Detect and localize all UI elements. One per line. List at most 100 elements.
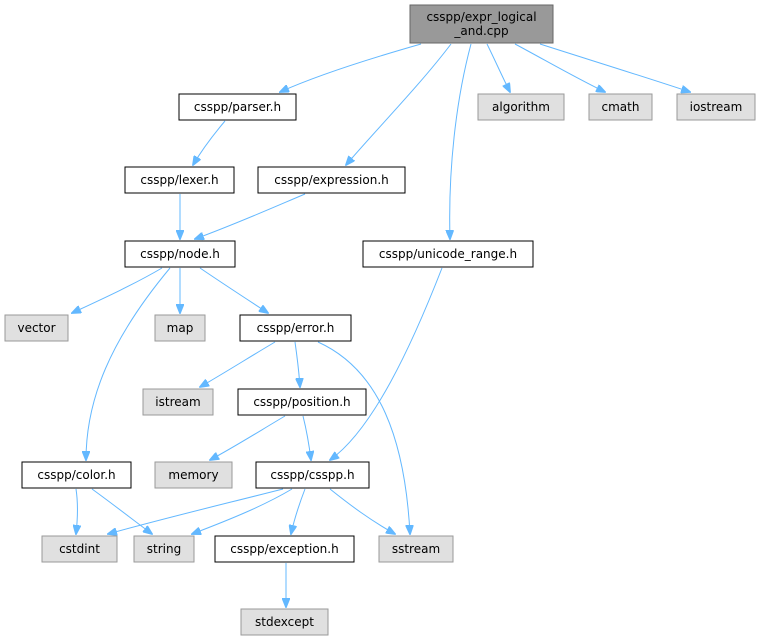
node-label: csspp/node.h: [140, 247, 220, 261]
node-box: [240, 608, 329, 636]
edge-line: [486, 43, 510, 92]
node-box: [41, 535, 118, 563]
node-label: sstream: [392, 542, 440, 556]
node-exception[interactable]: csspp/exception.h: [214, 535, 355, 563]
node-cstdint: cstdint: [41, 535, 118, 563]
node-box: [178, 93, 297, 121]
edge-root-to-expression: [346, 43, 452, 165]
node-label: map: [167, 321, 194, 335]
nodes: csspp/expr_logical_and.cpp csspp/parser.h…: [4, 4, 756, 636]
node-label: csspp/error.h: [257, 321, 335, 335]
node-label: memory: [168, 468, 218, 482]
edge-root-to-iostream: [539, 43, 690, 92]
node-box: [154, 314, 206, 342]
node-label: csspp/position.h: [253, 395, 350, 409]
node-label: iostream: [690, 100, 743, 114]
edges: [72, 43, 690, 607]
node-box: [239, 314, 352, 342]
edge-parser-to-lexer: [193, 120, 226, 165]
node-root[interactable]: csspp/expr_logical_and.cpp: [409, 4, 554, 44]
node-map: map: [154, 314, 206, 342]
edge-line: [192, 488, 293, 534]
node-box: [154, 461, 233, 489]
edge-position-to-memory: [210, 415, 286, 460]
edge-line: [291, 488, 306, 534]
node-box: [255, 461, 370, 489]
node-box: [477, 93, 565, 121]
edge-root-to-unicode_range: [450, 43, 472, 239]
edge-error-to-position: [294, 341, 300, 387]
node-box: [133, 535, 195, 563]
edge-position-to-csspp: [302, 415, 311, 460]
node-color[interactable]: csspp/color.h: [21, 461, 132, 489]
edge-line: [302, 415, 311, 460]
edge-line: [346, 43, 452, 165]
edge-error-to-istream: [200, 341, 276, 387]
edge-line: [294, 341, 300, 387]
edge-csspp-to-string: [192, 488, 293, 534]
edge-node-to-error: [199, 267, 268, 313]
node-label: csspp/csspp.h: [270, 468, 354, 482]
node-stdexcept: stdexcept: [240, 608, 329, 636]
node-node[interactable]: csspp/node.h: [124, 240, 236, 268]
node-box: [378, 535, 454, 563]
edge-line: [280, 43, 422, 92]
node-box: [21, 461, 132, 489]
node-error[interactable]: csspp/error.h: [239, 314, 352, 342]
node-label: cmath: [602, 100, 640, 114]
node-box: [4, 314, 69, 342]
node-cmath: cmath: [588, 93, 653, 121]
edge-root-to-parser: [280, 43, 422, 92]
node-box: [409, 4, 554, 44]
edge-line: [450, 43, 472, 239]
node-lexer[interactable]: csspp/lexer.h: [124, 166, 235, 194]
edge-line: [91, 488, 152, 534]
node-unicode_range[interactable]: csspp/unicode_range.h: [362, 240, 534, 268]
node-label: stdexcept: [255, 615, 314, 629]
edge-color-to-string: [91, 488, 152, 534]
edge-line: [329, 488, 395, 534]
node-algorithm: algorithm: [477, 93, 565, 121]
edge-line: [72, 267, 163, 313]
edge-line: [86, 267, 171, 460]
node-string: string: [133, 535, 195, 563]
edge-color-to-cstdint: [76, 488, 78, 534]
node-csspp[interactable]: csspp/csspp.h: [255, 461, 370, 489]
node-vector: vector: [4, 314, 69, 342]
node-parser[interactable]: csspp/parser.h: [178, 93, 297, 121]
node-label: csspp/expr_logical: [426, 10, 536, 24]
edge-node-to-color: [86, 267, 171, 460]
node-expression[interactable]: csspp/expression.h: [257, 166, 406, 194]
node-iostream: iostream: [676, 93, 756, 121]
edge-line: [330, 267, 443, 460]
edge-line: [317, 341, 410, 534]
node-label: cstdint: [59, 542, 100, 556]
node-box: [142, 388, 214, 416]
node-label: csspp/lexer.h: [140, 173, 218, 187]
node-position[interactable]: csspp/position.h: [237, 388, 367, 416]
node-label: string: [147, 542, 181, 556]
node-box: [362, 240, 534, 268]
node-label: csspp/unicode_range.h: [379, 247, 517, 261]
edge-expression-to-node: [195, 193, 306, 239]
node-label: istream: [155, 395, 200, 409]
node-label: csspp/expression.h: [274, 173, 389, 187]
edge-unicode_range-to-csspp: [330, 267, 443, 460]
edge-line: [195, 193, 306, 239]
node-label: csspp/parser.h: [194, 100, 281, 114]
edge-node-to-vector: [72, 267, 163, 313]
node-box: [588, 93, 653, 121]
edge-line: [514, 43, 605, 92]
edge-line: [200, 341, 276, 387]
node-sstream: sstream: [378, 535, 454, 563]
node-box: [124, 240, 236, 268]
edge-line: [193, 120, 226, 165]
node-label: csspp/exception.h: [230, 542, 338, 556]
edge-root-to-cmath: [514, 43, 605, 92]
edge-line: [199, 267, 268, 313]
edge-csspp-to-cstdint: [108, 488, 284, 534]
node-memory: memory: [154, 461, 233, 489]
edge-csspp-to-exception: [291, 488, 306, 534]
edge-root-to-algorithm: [486, 43, 510, 92]
